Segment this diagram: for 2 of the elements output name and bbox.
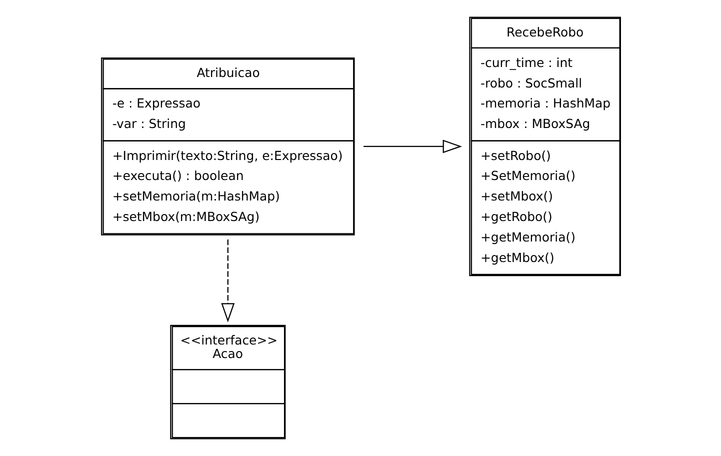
arrow <box>363 140 462 154</box>
arrow <box>220 239 234 322</box>
